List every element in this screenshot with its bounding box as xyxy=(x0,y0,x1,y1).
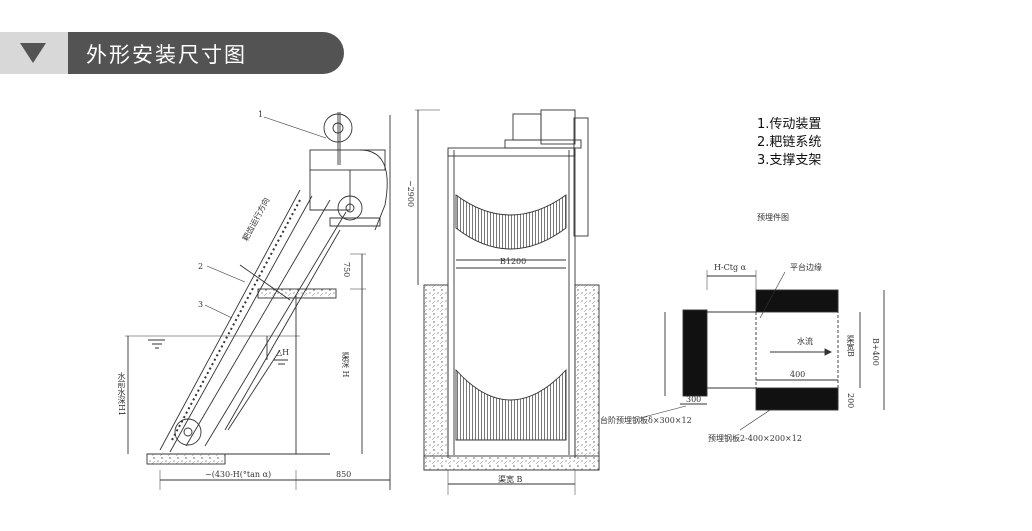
page-title: 外形安装尺寸图 xyxy=(86,43,247,67)
legend-item: 1.传动装置 xyxy=(757,117,822,132)
side-view xyxy=(125,112,391,490)
embed-plate-label-1: 台阶预埋钢板δ×300×12 xyxy=(600,416,692,425)
dim-750: 750 xyxy=(342,262,351,278)
water-level-label: △H xyxy=(276,348,290,357)
dim-bottom-label: ~(430-H(°tan α) xyxy=(205,470,272,479)
dim-300: 300 xyxy=(686,395,702,404)
dim-400-label: 400 xyxy=(790,370,806,379)
section-header: 外形安装尺寸图 xyxy=(0,32,344,74)
embed-plate-label-2: 预埋钢板2-400×200×12 xyxy=(708,434,802,443)
dim-h-ctg: H-Ctg α xyxy=(714,263,747,272)
width-b1-label: B1200 xyxy=(500,257,527,266)
channel-depth-label: 渠深 H xyxy=(341,352,350,378)
water-flow-label: 水流 xyxy=(797,337,813,346)
dim-850: 850 xyxy=(336,470,352,479)
dim-b400: B+400 xyxy=(871,338,880,366)
part-label-1: 1 xyxy=(258,110,264,119)
triangle-down-icon xyxy=(20,43,46,63)
part-label-2: 2 xyxy=(198,262,204,271)
dim-200: 200 xyxy=(846,393,855,409)
embed-title: 预埋件图 xyxy=(757,213,789,222)
channel-width-b-label: 渠宽B xyxy=(846,335,855,357)
legend-item: 2.耙链系统 xyxy=(757,135,822,150)
front-view xyxy=(415,109,600,495)
dim-2900: ~2900 xyxy=(406,180,415,208)
header-tab xyxy=(0,32,68,74)
channel-width-label: 渠宽 B xyxy=(498,475,523,484)
part-label-3: 3 xyxy=(198,300,204,309)
water-depth-label: 水前水深H1 xyxy=(117,372,126,417)
embed-view xyxy=(639,270,885,431)
parts-legend: 1.传动装置 2.耙链系统 3.支撑支架 xyxy=(757,116,821,170)
platform-edge-label: 平台边缘 xyxy=(790,263,822,272)
legend-item: 3.支撑支架 xyxy=(757,153,822,168)
